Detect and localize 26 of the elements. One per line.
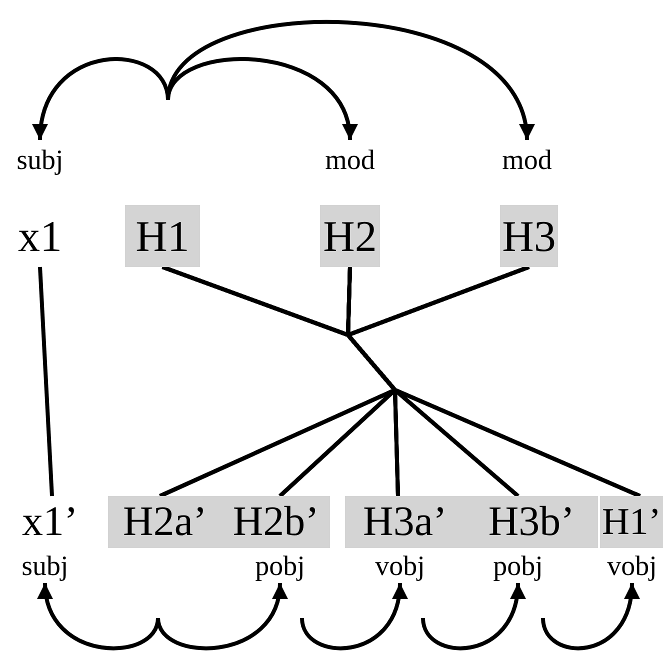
arc-arrow (166, 20, 532, 140)
relation-label: vobj (602, 550, 662, 583)
arc-arrow (541, 582, 638, 650)
arc-arrow (421, 582, 524, 650)
connector-line (38, 266, 54, 496)
relation-label: mod (497, 140, 557, 182)
arc-arrow (38, 582, 160, 650)
head-label: H1 (125, 205, 200, 267)
relation-label: pobj (250, 550, 310, 583)
relation-label: mod (320, 140, 380, 182)
head-label: H2a’ (108, 496, 222, 548)
word-label: x1’ (2, 496, 98, 548)
arc-arrow (300, 582, 406, 650)
relation-label: vobj (370, 550, 430, 583)
head-label: H3b’ (465, 496, 598, 548)
head-label: H2 (320, 205, 380, 267)
head-label: H3 (500, 205, 558, 267)
arc-arrow (34, 57, 170, 140)
head-label: H1’ (600, 496, 663, 548)
head-label: H2b’ (222, 496, 330, 548)
relation-label: pobj (488, 550, 548, 583)
relation-label: subj (15, 550, 75, 583)
arc-arrow (156, 582, 286, 650)
head-label: H3a’ (345, 496, 465, 548)
relation-label: subj (10, 140, 70, 182)
word-label: x1 (10, 205, 70, 267)
